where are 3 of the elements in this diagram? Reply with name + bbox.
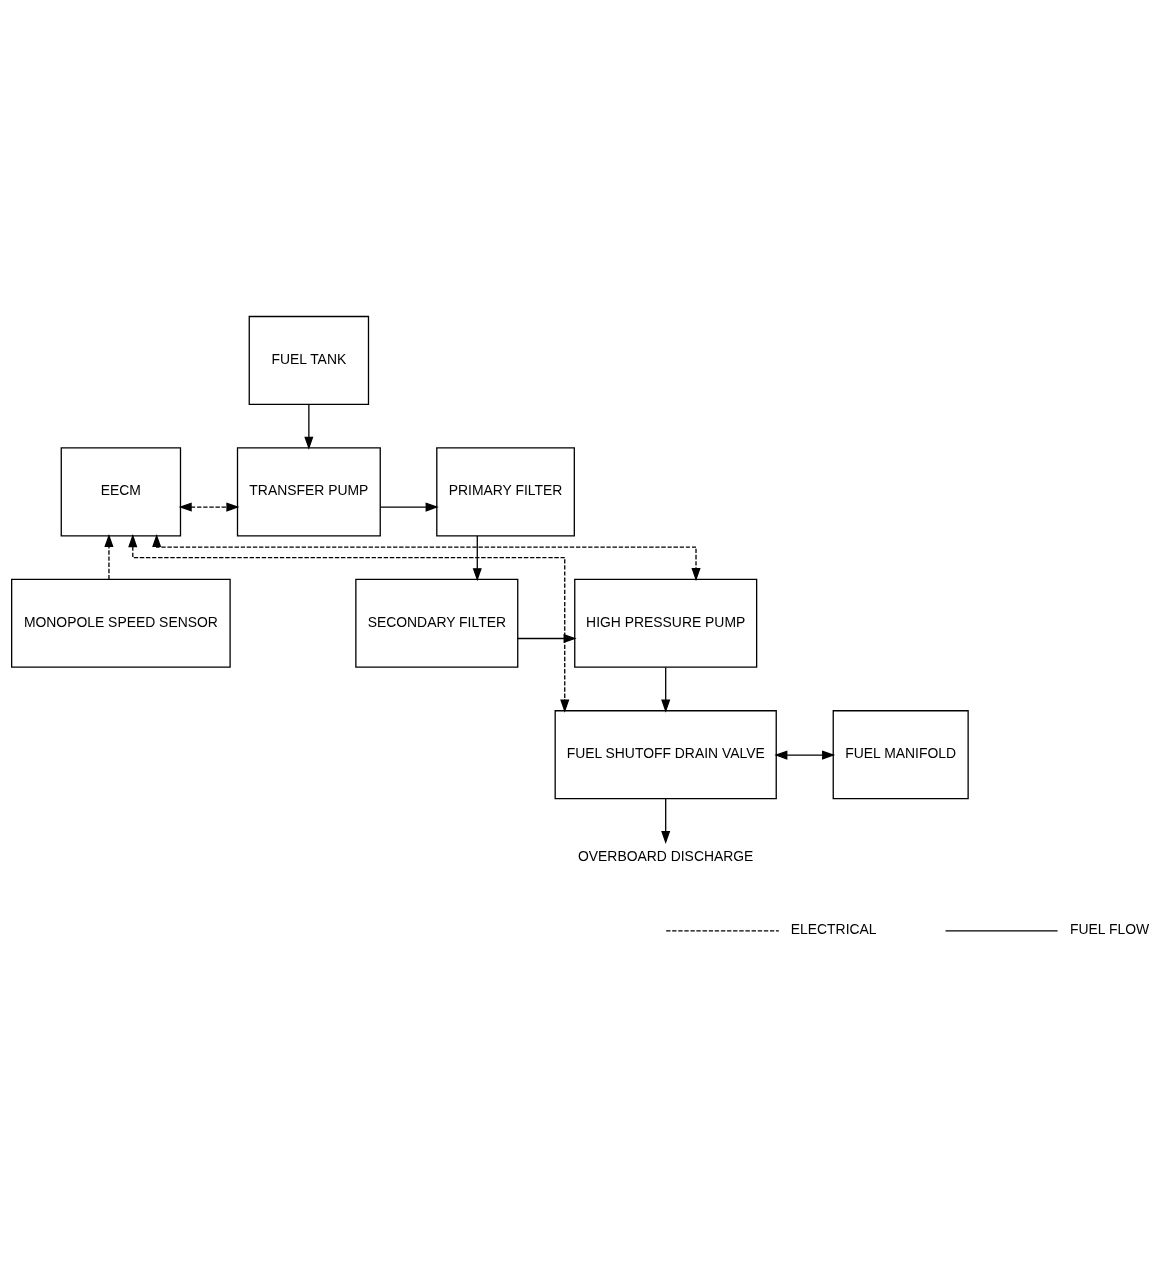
- legend-label: FUEL FLOW: [1070, 921, 1150, 938]
- legend-label: ELECTRICAL: [790, 921, 877, 938]
- node-text: OVERBOARD DISCHARGE: [578, 848, 754, 865]
